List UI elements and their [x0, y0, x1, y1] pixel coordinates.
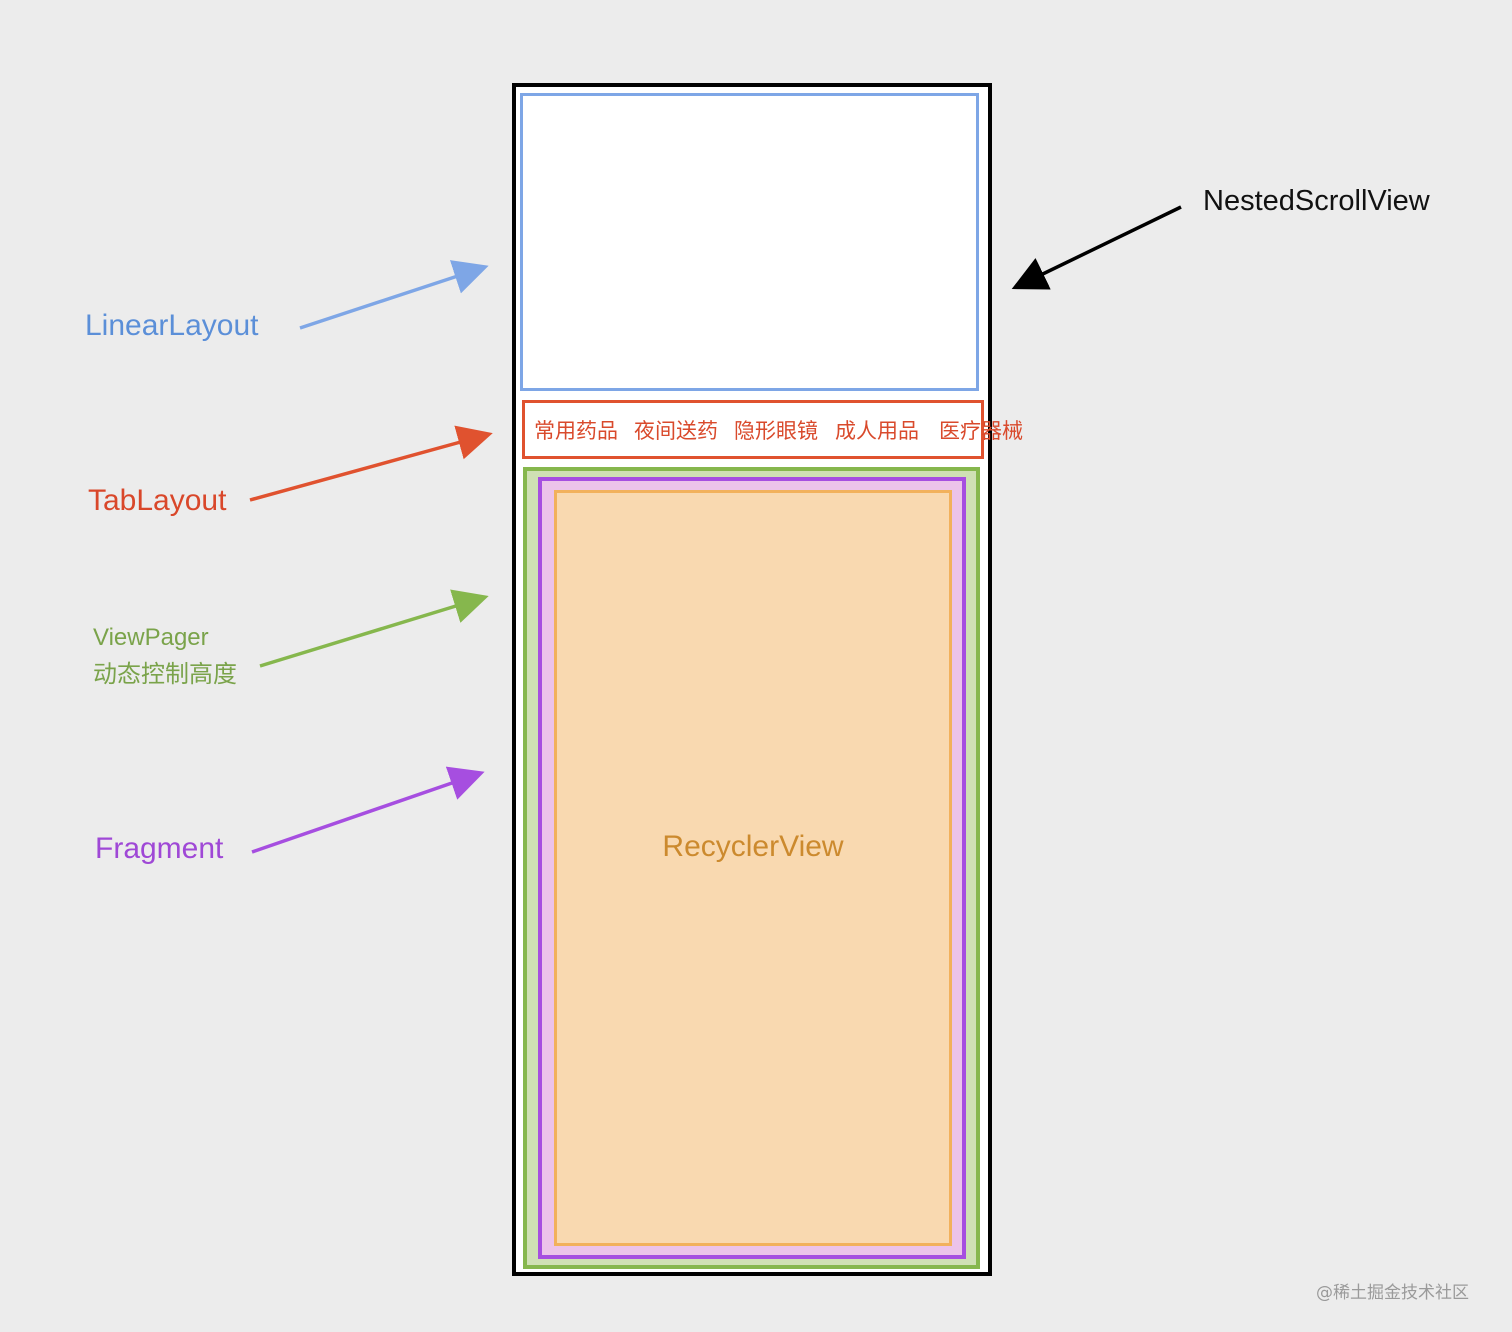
tab-layout-label: TabLayout: [88, 484, 227, 517]
tab-item[interactable]: 夜间送药: [634, 419, 718, 443]
view-pager-label: ViewPager: [93, 624, 209, 651]
view-pager-arrow: [259, 589, 489, 668]
nested-scroll-view-label: NestedScrollView: [1203, 185, 1430, 217]
view-pager-height-note: 动态控制高度: [93, 660, 237, 688]
linear-layout-box: [520, 93, 979, 391]
tab-item[interactable]: 医疗器械: [939, 419, 1023, 443]
tab-item[interactable]: 成人用品: [835, 419, 919, 443]
recycler-view-label: RecyclerView: [662, 830, 844, 863]
tab-item[interactable]: 隐形眼镜: [734, 419, 818, 443]
fragment-arrow: [251, 766, 485, 854]
linear-layout-label: LinearLayout: [85, 309, 259, 342]
linear-layout-arrow: [299, 260, 489, 330]
tab-layout-box: 常用药品 夜间送药 隐形眼镜 成人用品 医疗器械: [522, 400, 1023, 459]
tab-item[interactable]: 常用药品: [534, 419, 618, 443]
nested-scroll-view-arrow: [1011, 205, 1182, 290]
fragment-label: Fragment: [95, 832, 224, 865]
tab-layout-arrow: [249, 425, 493, 502]
watermark: @稀土掘金技术社区: [1316, 1283, 1469, 1303]
recycler-view-box: [554, 490, 952, 1246]
